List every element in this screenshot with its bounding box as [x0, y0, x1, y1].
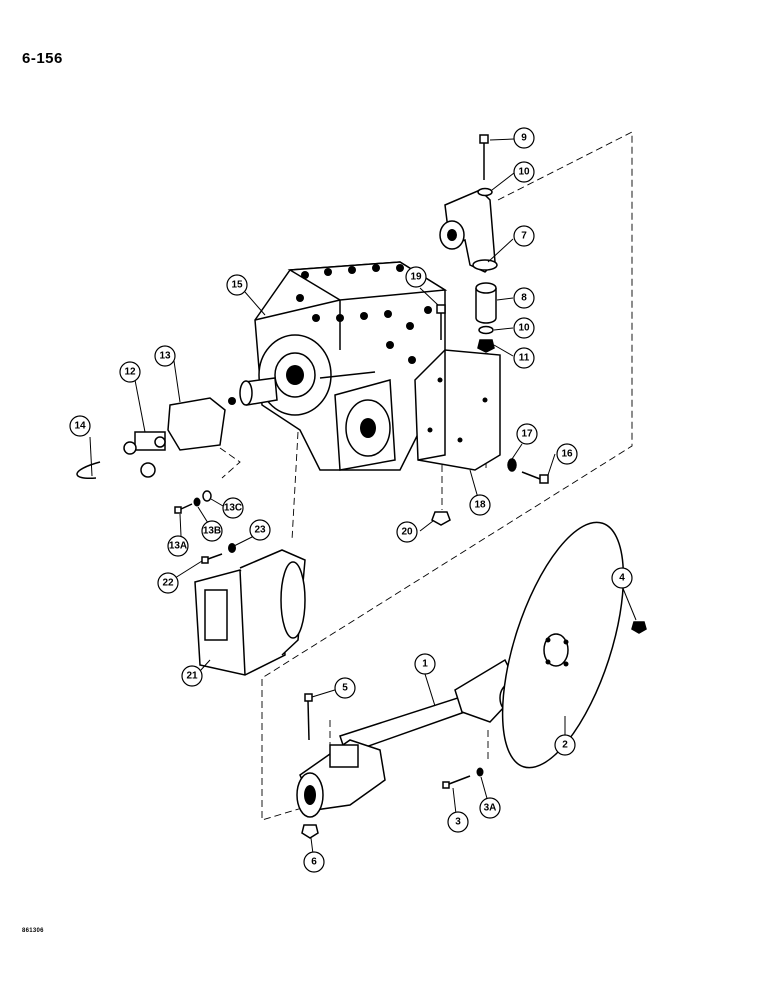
washer-10-lower [478, 325, 494, 335]
svg-text:9: 9 [521, 133, 527, 144]
bolt-16 [521, 471, 549, 484]
callout-18: 18 [469, 494, 491, 516]
callout-10-lower: 10 [513, 317, 535, 339]
callout-7: 7 [513, 225, 535, 247]
nut-11 [477, 339, 495, 353]
callout-13b: 13B [201, 520, 223, 542]
svg-text:4: 4 [619, 573, 625, 584]
callout-13a: 13A [167, 535, 189, 557]
callout-13: 13 [154, 345, 176, 367]
svg-text:20: 20 [401, 527, 413, 538]
svg-text:8: 8 [521, 293, 527, 304]
svg-text:5: 5 [342, 683, 348, 694]
retaining-pin-14 [76, 461, 101, 479]
svg-text:12: 12 [124, 367, 136, 378]
bolt-9 [479, 134, 489, 180]
svg-text:3: 3 [455, 817, 461, 828]
pivot-arm [439, 189, 498, 273]
washer-17 [507, 458, 517, 472]
svg-text:10: 10 [518, 323, 530, 334]
callout-3: 3 [447, 811, 469, 833]
svg-text:23: 23 [254, 525, 266, 536]
washer-10-top [477, 187, 493, 197]
svg-text:19: 19 [410, 272, 422, 283]
callout-22: 22 [157, 572, 179, 594]
svg-text:16: 16 [561, 449, 573, 460]
svg-text:10: 10 [518, 167, 530, 178]
svg-text:13B: 13B [203, 526, 221, 537]
svg-text:22: 22 [162, 578, 174, 589]
callout-2: 2 [554, 734, 576, 756]
callout-8: 8 [513, 287, 535, 309]
callout-9: 9 [513, 127, 535, 149]
callout-19: 19 [405, 266, 427, 288]
universal-joint [123, 397, 236, 478]
svg-text:6: 6 [311, 857, 317, 868]
callout-23: 23 [249, 519, 271, 541]
nut-13c [202, 490, 212, 502]
nut-3a [476, 767, 484, 777]
page-number: 6-156 [22, 50, 63, 67]
shield-disc [501, 521, 625, 769]
svg-text:13A: 13A [169, 541, 187, 552]
svg-text:14: 14 [74, 421, 86, 432]
svg-text:2: 2 [562, 740, 568, 751]
bolt-5 [304, 693, 313, 741]
callout-3a: 3A [479, 797, 501, 819]
svg-text:21: 21 [186, 671, 198, 682]
callout-13c: 13C [222, 497, 244, 519]
callout-15: 15 [226, 274, 248, 296]
washer-23 [228, 543, 236, 553]
callout-21: 21 [181, 665, 203, 687]
gearbox-housing [239, 261, 448, 471]
callout-10-top: 10 [513, 161, 535, 183]
bolt-13a [174, 503, 193, 514]
callout-6: 6 [303, 851, 325, 873]
washer-13b [193, 497, 201, 507]
callout-5: 5 [334, 677, 356, 699]
nut-6 [301, 824, 319, 839]
svg-text:13: 13 [159, 351, 171, 362]
nut-20 [431, 511, 451, 526]
mounting-bracket [414, 349, 501, 471]
bolt-3 [442, 775, 471, 789]
svg-text:11: 11 [519, 353, 530, 364]
figure-code: 861306 [22, 928, 44, 934]
callout-12: 12 [119, 361, 141, 383]
callout-4: 4 [611, 567, 633, 589]
gearbox-cover-bolts [296, 264, 432, 364]
callout-leaders [89, 138, 637, 855]
spacer-8 [475, 282, 497, 324]
svg-text:18: 18 [474, 500, 486, 511]
pto-driveshaft [296, 658, 521, 818]
svg-text:3A: 3A [484, 803, 497, 814]
svg-text:15: 15 [231, 280, 243, 291]
svg-text:7: 7 [521, 231, 527, 242]
svg-text:13C: 13C [224, 503, 242, 514]
bolt-22 [201, 553, 223, 564]
callout-14: 14 [69, 415, 91, 437]
nut-4 [631, 621, 647, 634]
callout-17: 17 [516, 423, 538, 445]
callout-11: 11 [513, 347, 535, 369]
hydraulic-pump [194, 549, 306, 676]
svg-text:17: 17 [521, 429, 533, 440]
callout-20: 20 [396, 521, 418, 543]
svg-text:1: 1 [422, 659, 428, 670]
callout-1: 1 [414, 653, 436, 675]
callout-16: 16 [556, 443, 578, 465]
bolt-19 [436, 304, 446, 340]
